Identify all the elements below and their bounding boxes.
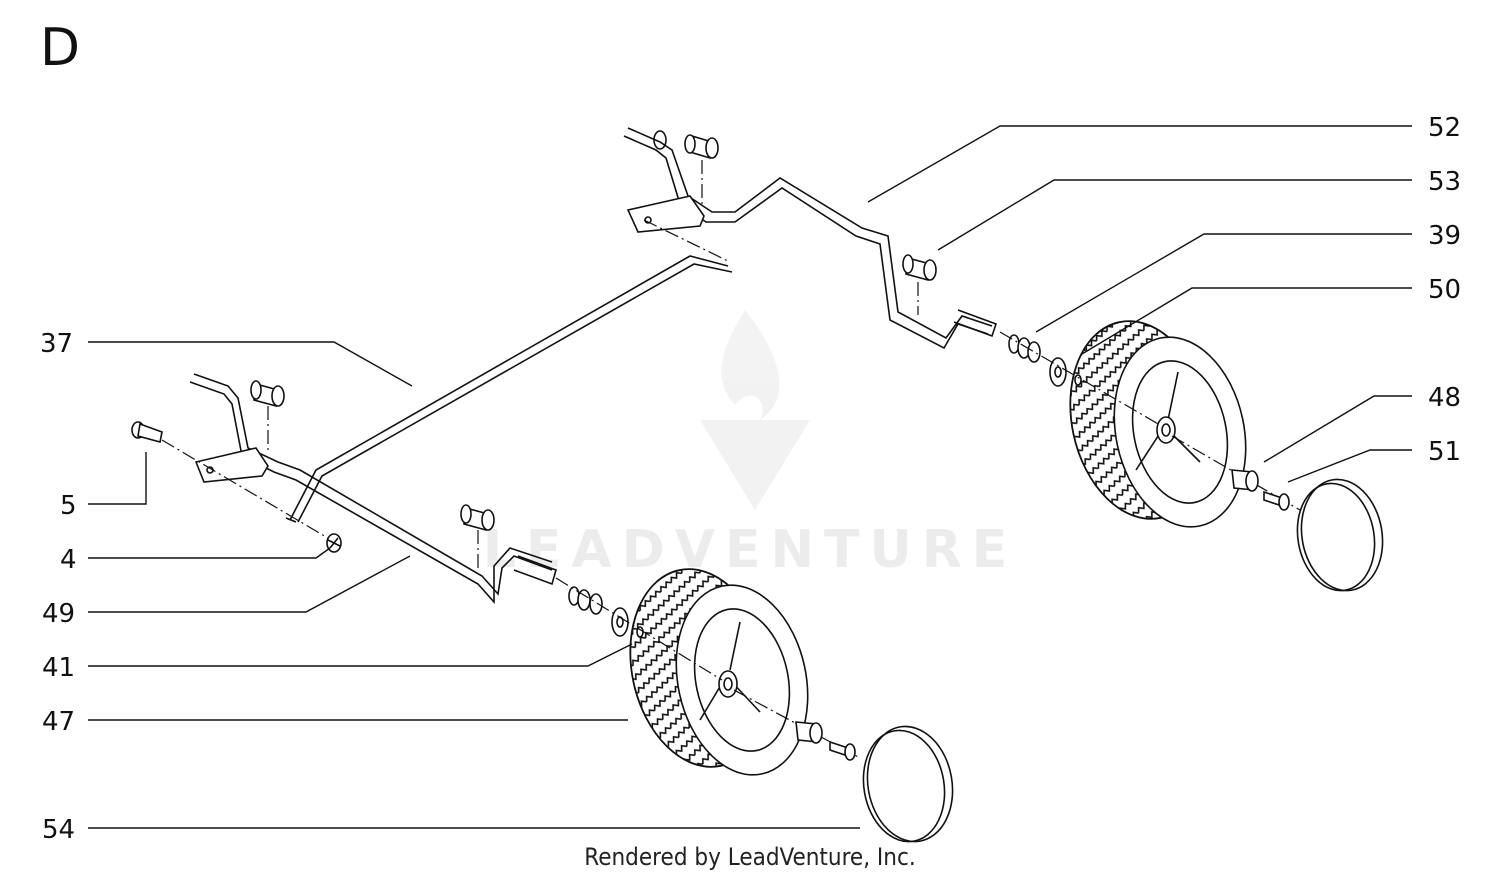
- rear-spacer-48[interactable]: [1231, 469, 1259, 492]
- callout-51: 51: [1428, 437, 1461, 467]
- rear-bolt-51[interactable]: [1263, 490, 1290, 511]
- rear-bracket: [626, 195, 705, 233]
- rear-hubcap[interactable]: [1289, 473, 1391, 597]
- callout-labels: 52 53 39 50 48 51 37 5 4 49 41 47 54: [40, 113, 1461, 845]
- callout-48: 48: [1428, 383, 1461, 413]
- rear-axle[interactable]: [623, 127, 998, 350]
- footer-credit: Rendered by LeadVenture, Inc.: [584, 843, 916, 871]
- front-bracket: [194, 447, 269, 483]
- callout-49: 49: [42, 599, 75, 629]
- front-spacer[interactable]: [795, 721, 823, 744]
- callout-39: 39: [1428, 221, 1461, 251]
- front-hubcap-54[interactable]: [855, 720, 962, 849]
- front-bushing-top[interactable]: [250, 380, 285, 408]
- height-adjust-rod[interactable]: [285, 255, 733, 523]
- callout-5: 5: [60, 491, 77, 521]
- front-bolt[interactable]: [829, 740, 856, 761]
- callout-52: 52: [1428, 113, 1461, 143]
- section-letter: D: [40, 18, 81, 78]
- callout-41: 41: [42, 653, 75, 683]
- rear-washers[interactable]: [1008, 334, 1082, 387]
- callout-47: 47: [42, 707, 75, 737]
- nut-4[interactable]: [326, 533, 342, 553]
- watermark: LEADVENTURE: [482, 520, 1018, 580]
- rear-bushing-top[interactable]: [684, 134, 719, 160]
- leader-lines: [88, 125, 1412, 829]
- callout-4: 4: [60, 545, 77, 575]
- rear-bushing-53[interactable]: [902, 254, 937, 282]
- front-axle[interactable]: [189, 373, 557, 605]
- callout-54: 54: [42, 815, 75, 845]
- front-wheel[interactable]: [613, 556, 825, 787]
- front-bushing-lower[interactable]: [460, 504, 495, 532]
- callout-53: 53: [1428, 167, 1461, 197]
- rear-wheel[interactable]: [1053, 308, 1263, 539]
- bolt-5[interactable]: [131, 421, 163, 443]
- callout-50: 50: [1428, 275, 1461, 305]
- front-washers[interactable]: [568, 586, 644, 638]
- callout-37: 37: [40, 329, 73, 359]
- watermark-logo: [700, 310, 810, 510]
